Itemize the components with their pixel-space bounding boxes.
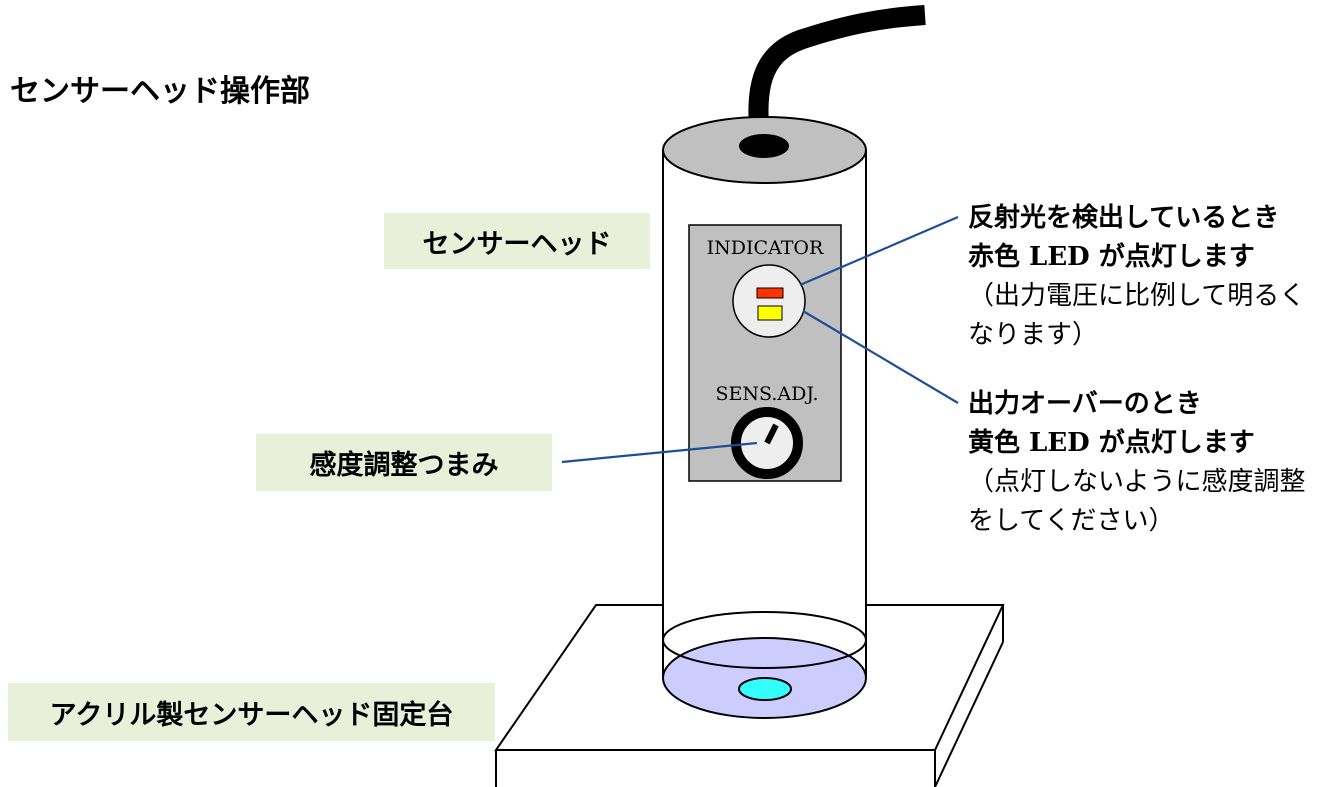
page-title: センサーヘッド操作部 [10, 74, 310, 109]
knob-pointer [764, 423, 779, 445]
leader-lines [561, 215, 959, 464]
sensor-window [738, 677, 792, 701]
yellow-led [757, 305, 783, 321]
cable [748, 5, 926, 141]
note-red-line3: （出力電圧に比例して明るく [968, 281, 1306, 311]
note-red-line4: なります） [968, 320, 1099, 350]
indicator-label: INDICATOR [707, 237, 824, 259]
cable-entry [739, 134, 789, 158]
indicator-window [732, 264, 806, 338]
label-stand: アクリル製センサーヘッド固定台 [8, 683, 495, 741]
note-red-line1: 反射光を検出しているとき [968, 203, 1280, 233]
note-red-led: 反射光を検出しているとき 赤色 LED が点灯します （出力電圧に比例して明るく… [968, 199, 1305, 355]
sens-adj-label: SENS.ADJ. [715, 383, 818, 405]
label-sensitivity-knob: 感度調整つまみ [256, 434, 552, 491]
note-yellow-line1: 出力オーバーのとき [968, 389, 1202, 419]
note-red-line2: 赤色 LED が点灯します [968, 242, 1255, 272]
note-yellow-led: 出力オーバーのとき 黄色 LED が点灯します （点灯しないように感度調整 をし… [968, 385, 1305, 541]
note-yellow-line2: 黄色 LED が点灯します [968, 428, 1255, 458]
note-yellow-line3: （点灯しないように感度調整 [968, 467, 1306, 497]
leader-knob [561, 441, 758, 464]
leader-yellow-led [802, 310, 959, 404]
note-yellow-line4: をしてください） [968, 506, 1175, 536]
label-sensor-head: センサーヘッド [384, 213, 650, 269]
control-panel: INDICATOR SENS.ADJ. [688, 224, 842, 482]
leader-red-led [799, 215, 959, 287]
red-led [756, 287, 784, 299]
